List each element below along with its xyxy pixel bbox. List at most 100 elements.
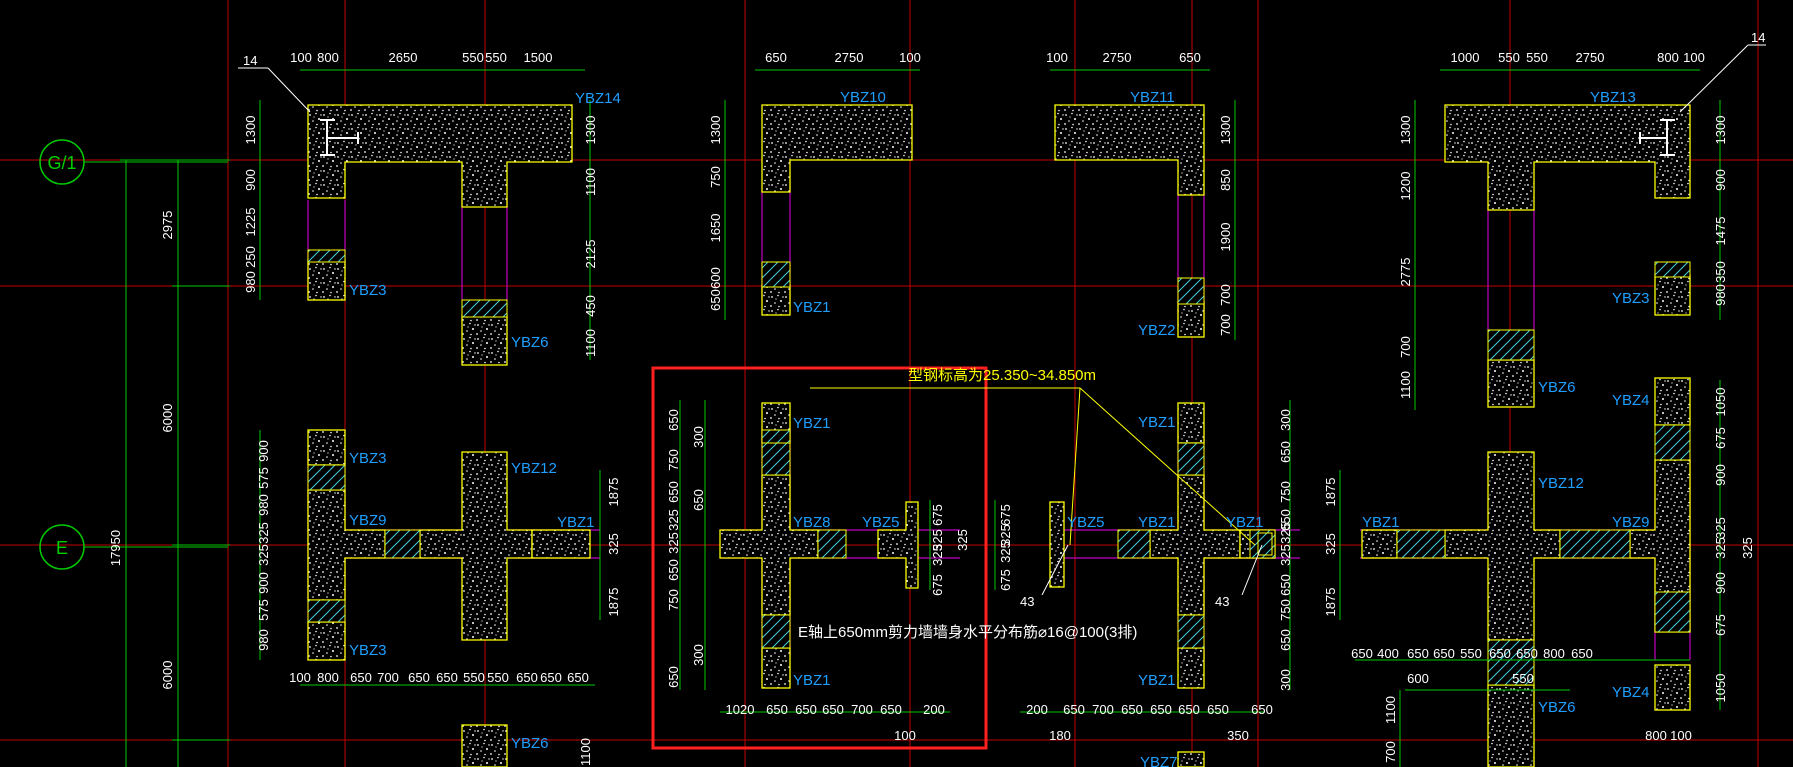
dim-top-a-3: 550	[462, 50, 484, 65]
label-ybz3-top: YBZ3	[349, 282, 387, 299]
dim-rv-a-4: 1100	[583, 329, 598, 357]
column-ybz4-right	[1654, 377, 1691, 426]
dim-box-lv-2: 650	[666, 481, 681, 503]
dim-bot-a-3: 700	[377, 670, 399, 685]
dim-top-a-2: 2650	[389, 50, 418, 65]
dim-bot-d-6: 650	[1516, 646, 1538, 661]
dim-lv-d-1: 1200	[1398, 172, 1413, 201]
dim-mid-c-rv-0: 300	[1278, 409, 1293, 431]
dim-bot-box-3: 650	[822, 702, 844, 717]
column-ybz6-low	[1487, 684, 1535, 767]
dim-top-a-4: 550	[485, 50, 507, 65]
dim-lv-b-2: 1650	[708, 214, 723, 243]
dim-top-b-2: 100	[899, 50, 921, 65]
label-ybz1-box-bottom: YBZ1	[793, 672, 831, 689]
dim-box-rv-1: 325	[930, 529, 945, 551]
dim-mid-c-rv-1: 650	[1278, 441, 1293, 463]
label-ybz3-mid: YBZ3	[349, 450, 387, 467]
dim-top-d-0: 1000	[1451, 50, 1480, 65]
column-ybz3-low	[307, 621, 346, 661]
label-ybz1-mid-a: YBZ1	[1138, 514, 1176, 531]
dim-lv-mid-4: 325	[256, 544, 271, 566]
dim-bot-d2-1: 550	[1512, 671, 1534, 686]
dim-bot-c2-1: 350	[1227, 728, 1249, 743]
dim-right-mid-rv-2: 900	[1713, 464, 1728, 486]
column-labels: YBZ14 YBZ10 YBZ11 YBZ13 YBZ3 YBZ6 YBZ1 Y…	[349, 89, 1650, 767]
dim-2975: 2975	[160, 211, 175, 240]
tag-43-a: 43	[1020, 594, 1034, 609]
column-ybz6-bottom	[461, 724, 508, 767]
label-ybz7: YBZ7	[1140, 754, 1178, 767]
dim-bot-d2-0: 600	[1407, 671, 1429, 686]
dim-right-mid-rv-3: 325	[1713, 517, 1728, 539]
label-ybz9-right: YBZ9	[1612, 514, 1650, 531]
dim-right-edge: 325	[1740, 537, 1755, 559]
dim-bot-c-1: 650	[1063, 702, 1085, 717]
column-ybz12-left	[419, 451, 533, 641]
column-ybz2	[1177, 301, 1205, 338]
dim-bot-c-7: 650	[1251, 702, 1273, 717]
label-ybz1-box-top: YBZ1	[793, 415, 831, 432]
column-ybz3-right	[1654, 274, 1691, 316]
dim-bot-a-5: 650	[436, 670, 458, 685]
dim-bot-c-3: 650	[1121, 702, 1143, 717]
dim-bot-box-0: 1020	[726, 702, 755, 717]
dim-bot-box-2: 650	[795, 702, 817, 717]
dim-right-mid-lv-1: 325	[1323, 533, 1338, 555]
column-ybz6-top	[461, 314, 508, 366]
dimension-lines	[259, 69, 1721, 767]
dim-box-325: 325	[955, 529, 970, 551]
label-ybz1-top: YBZ1	[793, 299, 831, 316]
dim-mid-c-lv-2: 325	[998, 541, 1013, 563]
dim-rv-c-4: 700	[1218, 314, 1233, 336]
tag-14-left: 14	[243, 53, 257, 68]
label-ybz1-mid-bottom: YBZ1	[1138, 672, 1176, 689]
dim-rv-c-3: 700	[1218, 284, 1233, 306]
label-ybz13: YBZ13	[1590, 89, 1636, 106]
axis-bubbles: G/1 E	[39, 139, 228, 570]
dim-rv-mid-0: 1875	[606, 478, 621, 507]
dim-lv-mid-7: 980	[256, 629, 271, 651]
dim-box-lv-3: 325	[666, 509, 681, 531]
column-ybz1-mid-bottom	[1177, 647, 1205, 689]
column-ybz1-left-mid	[531, 529, 591, 559]
dim-bot-a-rv: 1100	[578, 738, 593, 766]
dim-bot-a-0: 100	[289, 670, 311, 685]
column-ybz7	[1177, 751, 1205, 767]
dim-mid-c-rv-6: 650	[1278, 574, 1293, 596]
tag-leaders	[238, 44, 1766, 596]
dim-rv-d-2: 1475	[1713, 217, 1728, 246]
label-ybz11: YBZ11	[1130, 89, 1175, 106]
dim-lv-b-4: 600	[708, 267, 723, 289]
dim-rv-d-3: 350	[1713, 261, 1728, 283]
label-ybz5-box: YBZ5	[862, 514, 900, 531]
steel-elevation-note: 型钢标高为25.350~34.850m	[908, 367, 1096, 384]
dim-top-b-0: 650	[765, 50, 787, 65]
dim-bot-d-0: 650	[1351, 646, 1373, 661]
dim-mid-c-rv-5: 325	[1278, 544, 1293, 566]
dim-bot-d-1: 400	[1377, 646, 1399, 661]
column-ybz10	[761, 104, 913, 193]
dim-bot-d-lv-0: 1100	[1383, 696, 1398, 724]
dim-rv-a-0: 1300	[583, 116, 598, 145]
label-ybz6-right: YBZ6	[1538, 379, 1576, 396]
dim-bot-box-1: 650	[766, 702, 788, 717]
dim-box-rv-2: 325	[930, 544, 945, 566]
label-ybz1-mid-top: YBZ1	[1138, 414, 1176, 431]
label-ybz5-mid: YBZ5	[1067, 514, 1105, 531]
column-ybz9-left	[307, 489, 386, 601]
dim-bot-c-5: 650	[1178, 702, 1200, 717]
column-ybz4-low	[1654, 664, 1691, 711]
dim-rv-mid-2: 1875	[606, 588, 621, 617]
dim-box-lv2-2: 300	[691, 644, 706, 666]
dim-lv-mid-0: 900	[256, 440, 271, 462]
tag-14-right: 14	[1751, 30, 1765, 45]
dim-bot-box-6: 200	[923, 702, 945, 717]
dim-mid-c-lv-0: 675	[998, 504, 1013, 526]
columns	[307, 104, 1691, 767]
dim-box-lv2-1: 650	[691, 489, 706, 511]
dim-bot-d-5: 650	[1489, 646, 1511, 661]
dim-top-a-1: 800	[317, 50, 339, 65]
dim-top-c-0: 100	[1046, 50, 1068, 65]
